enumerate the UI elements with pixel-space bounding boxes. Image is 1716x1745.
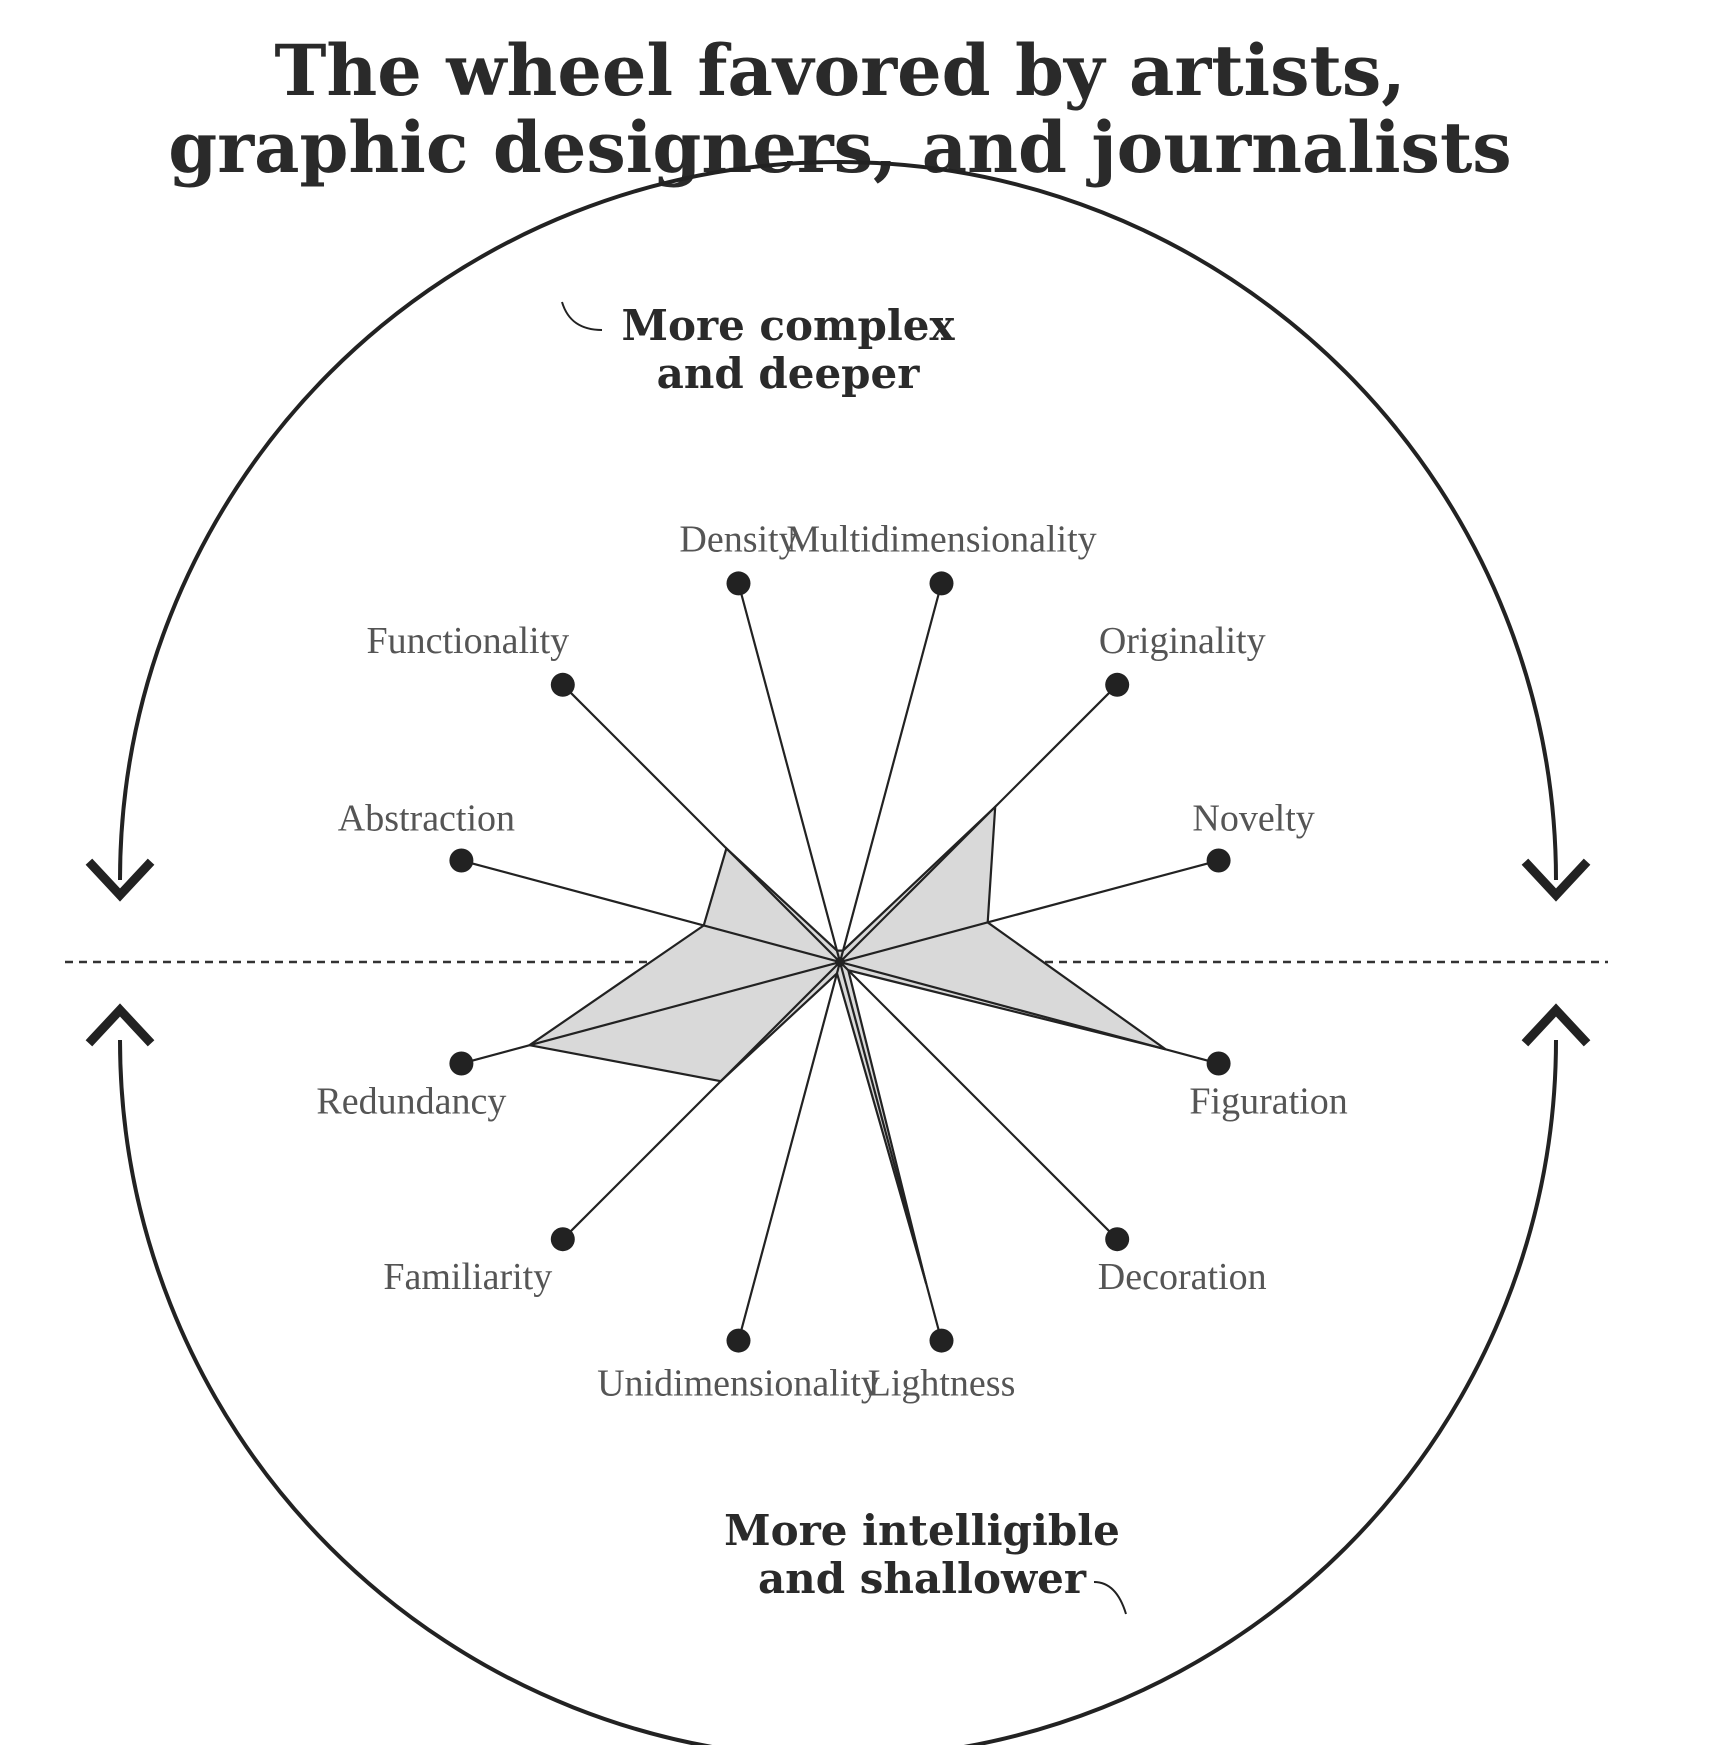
endpoint-dot-density xyxy=(726,571,751,596)
axis-label-figuration: Figuration xyxy=(1189,1081,1347,1123)
endpoint-dot-decoration xyxy=(1105,1227,1130,1252)
lower-arc xyxy=(118,1039,1558,1745)
axis-label-density: Density xyxy=(679,518,797,560)
endpoint-dot-lightness xyxy=(929,1328,954,1353)
endpoint-dot-originality xyxy=(1105,672,1130,697)
bottom-note-line-2: and shallower xyxy=(758,1554,1087,1603)
outer-circle xyxy=(118,160,1558,1745)
endpoint-dot-functionality xyxy=(550,672,575,697)
top-note-line-1: More complex xyxy=(621,301,955,350)
spokes xyxy=(449,571,1231,1353)
endpoint-dot-unidimensionality xyxy=(726,1328,751,1353)
axis-label-unidimensionality: Unidimensionality xyxy=(597,1363,880,1405)
title-line-2: graphic designers, and journalists xyxy=(168,106,1511,189)
spoke-functionality xyxy=(562,684,841,963)
axis-label-lightness: Lightness xyxy=(868,1363,1016,1405)
spoke-unidimensionality xyxy=(737,961,842,1341)
spoke-density xyxy=(737,583,842,963)
endpoint-dot-figuration xyxy=(1206,1051,1231,1076)
arrow-head-right-up-arc xyxy=(1521,858,1591,902)
spoke-lightness xyxy=(838,961,943,1341)
axis-label-multidimensionality: Multidimensionality xyxy=(786,518,1096,560)
center-point xyxy=(835,957,845,967)
axis-label-novelty: Novelty xyxy=(1192,798,1314,840)
spoke-abstraction xyxy=(461,859,841,964)
spoke-familiarity xyxy=(562,961,841,1240)
arrow-head-left-up-arc xyxy=(85,858,155,902)
spoke-novelty xyxy=(839,859,1219,964)
bottom-note-pointer xyxy=(1093,1581,1127,1615)
top-note-line-2: and deeper xyxy=(657,349,921,398)
axis-label-functionality: Functionality xyxy=(366,620,569,662)
arrow-head-left-down-arc xyxy=(85,1003,155,1047)
axis-label-abstraction: Abstraction xyxy=(338,798,515,840)
axis-label-redundancy: Redundancy xyxy=(316,1081,506,1123)
top-note-pointer xyxy=(561,301,603,331)
endpoint-dot-novelty xyxy=(1206,848,1231,873)
axis-labels: DensityMultidimensionalityOriginalityNov… xyxy=(316,518,1347,1404)
spoke-multidimensionality xyxy=(838,583,943,963)
spoke-redundancy xyxy=(461,960,841,1065)
endpoint-dot-abstraction xyxy=(449,848,474,873)
title-line-1: The wheel favored by artists, xyxy=(274,29,1405,112)
endpoint-dot-redundancy xyxy=(449,1051,474,1076)
bottom-note-line-1: More intelligible xyxy=(724,1506,1120,1555)
arrow-head-right-down-arc xyxy=(1521,1003,1591,1047)
axis-label-decoration: Decoration xyxy=(1098,1256,1267,1298)
score-polygon xyxy=(526,804,1167,1285)
arrow-heads xyxy=(85,858,1591,1047)
axis-label-familiarity: Familiarity xyxy=(383,1256,552,1298)
upper-arc xyxy=(118,160,1558,881)
endpoint-dot-multidimensionality xyxy=(929,571,954,596)
axis-label-originality: Originality xyxy=(1099,620,1266,662)
spoke-decoration xyxy=(839,961,1118,1240)
endpoint-dot-familiarity xyxy=(550,1227,575,1252)
spoke-figuration xyxy=(839,960,1219,1065)
spoke-originality xyxy=(839,684,1118,963)
